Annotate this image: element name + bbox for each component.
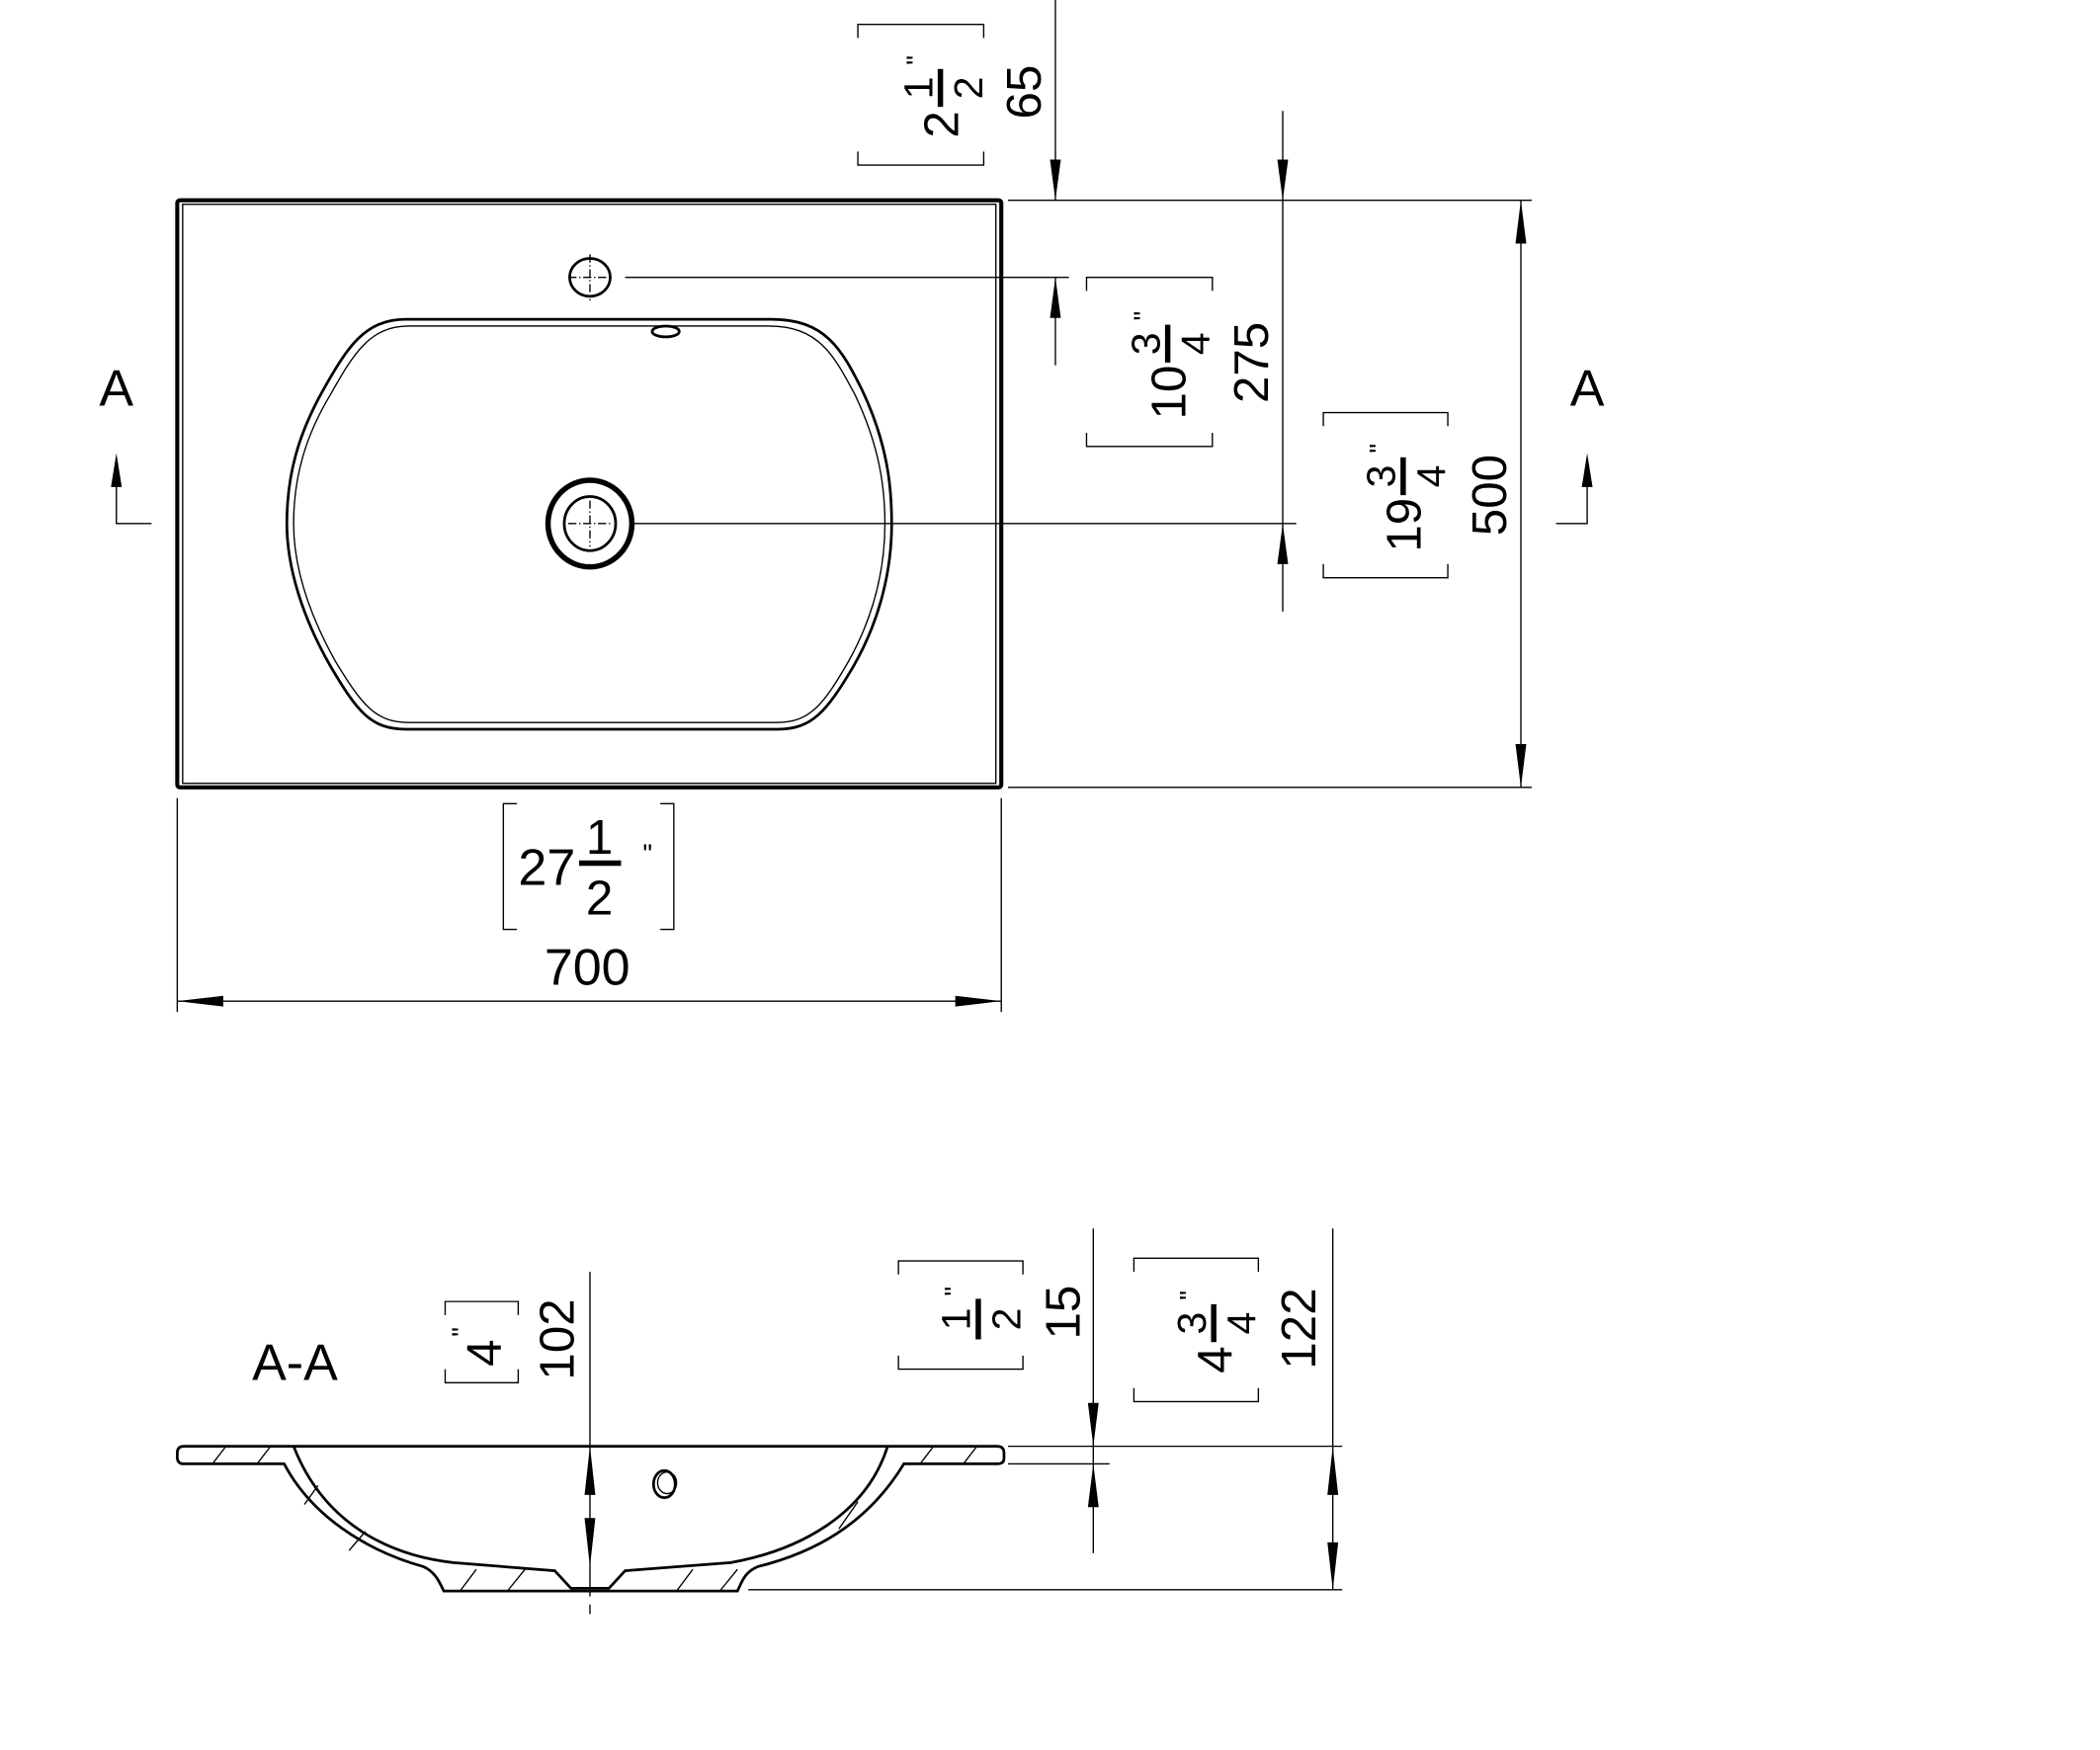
- dimension-mm-value: 122: [1272, 1288, 1326, 1369]
- dimension-drain-offset: 275 10 3 4 ": [1085, 111, 1289, 612]
- faucet-hole-icon: [568, 254, 612, 300]
- svg-text:": ": [901, 55, 932, 65]
- section-marker-left: A: [99, 361, 152, 525]
- section-outer-contour: [175, 1445, 1006, 1593]
- svg-text:": ": [1174, 1291, 1205, 1300]
- dimension-mm-value: 65: [997, 65, 1051, 120]
- dimension-width: 700 27 1 2 ": [177, 802, 1002, 1007]
- dimension-inch-value: 27 1 2 ": [518, 810, 652, 926]
- svg-text:19: 19: [1378, 498, 1432, 552]
- dimension-total-height: 122 4 3 4 ": [1133, 1228, 1339, 1590]
- svg-text:4: 4: [1408, 465, 1454, 488]
- dimension-inch-value: 1 2 ": [934, 1287, 1029, 1340]
- section-arrow-icon: [111, 453, 123, 487]
- basin-outline-outer: [285, 317, 893, 731]
- dimension-rim-thickness: 15 1 2 ": [897, 1228, 1099, 1553]
- countertop-outline: [175, 198, 1004, 790]
- dimension-inch-value: 4 ": [446, 1327, 511, 1367]
- svg-text:3: 3: [1359, 465, 1404, 488]
- svg-text:4: 4: [458, 1339, 512, 1366]
- dimension-mm-value: 15: [1037, 1286, 1091, 1340]
- svg-text:3: 3: [1123, 332, 1168, 355]
- overflow-hole-icon: [651, 1468, 678, 1500]
- dimension-mm-value: 102: [531, 1298, 585, 1379]
- svg-text:2: 2: [586, 872, 613, 926]
- dimension-depth: 500 19 3 4 ": [1322, 200, 1527, 788]
- section-marker-label: A: [99, 361, 133, 418]
- dimension-faucet-offset: 65 2 1 2 ": [857, 0, 1061, 366]
- svg-text:4: 4: [1173, 332, 1218, 355]
- dimension-inch-value: 19 3 4 ": [1359, 444, 1455, 552]
- svg-text:1: 1: [895, 77, 941, 100]
- dimension-mm-value: 275: [1224, 322, 1279, 403]
- svg-text:4: 4: [1219, 1312, 1265, 1335]
- top-view: A A 65 2 1 2 ": [99, 0, 1605, 1013]
- svg-text:1: 1: [586, 810, 613, 865]
- svg-text:": ": [939, 1287, 969, 1296]
- countertop-inner-edge: [182, 204, 997, 785]
- dimension-mm-value: 500: [1463, 455, 1517, 536]
- dimension-mm-value: 700: [545, 940, 630, 997]
- section-hatching: [211, 1446, 978, 1592]
- section-marker-right: A: [1555, 361, 1605, 525]
- dimension-bowl-depth: 102 4 ": [444, 1272, 596, 1615]
- svg-text:": ": [1364, 444, 1394, 454]
- svg-text:": ": [446, 1327, 476, 1337]
- svg-text:27: 27: [518, 839, 575, 896]
- svg-text:1: 1: [934, 1308, 979, 1331]
- svg-text:": ": [642, 839, 652, 870]
- dimension-inch-value: 2 1 2 ": [895, 55, 991, 138]
- dimension-inch-value: 4 3 4 ": [1169, 1291, 1265, 1374]
- svg-text:2: 2: [914, 111, 968, 137]
- svg-text:2: 2: [983, 1308, 1029, 1331]
- section-marker-label: A: [1570, 361, 1605, 418]
- dimension-inch-value: 10 3 4 ": [1123, 311, 1218, 420]
- section-label: A-A: [252, 1335, 338, 1392]
- svg-text:": ": [1129, 311, 1159, 321]
- overflow-hole-icon: [650, 324, 681, 339]
- section-arrow-icon: [1581, 453, 1593, 487]
- drain-icon: [545, 477, 635, 570]
- svg-text:10: 10: [1141, 366, 1196, 420]
- basin-outline-inner: [293, 325, 886, 723]
- svg-text:3: 3: [1169, 1312, 1215, 1335]
- section-view: A-A 102 4 ": [175, 1228, 1343, 1615]
- svg-text:4: 4: [1188, 1346, 1242, 1373]
- svg-text:2: 2: [946, 77, 991, 100]
